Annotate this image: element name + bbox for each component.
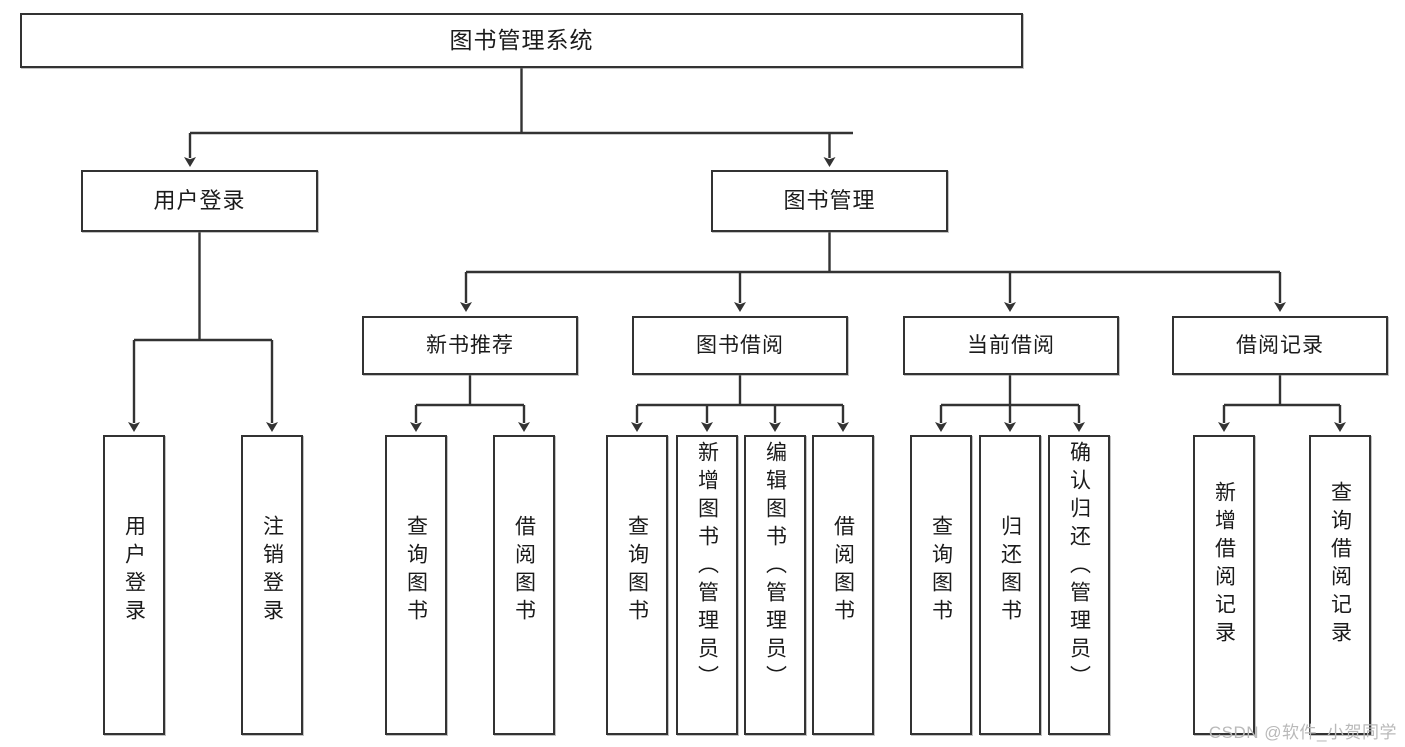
node-borrow-record[interactable]: 借阅记录 bbox=[1172, 316, 1388, 375]
node-label: 注销登录 bbox=[260, 515, 284, 627]
leaf-logout-login[interactable]: 注销登录 bbox=[241, 435, 303, 735]
leaf-borrow-book[interactable]: 借阅图书 bbox=[812, 435, 874, 735]
node-label: 图书借阅 bbox=[696, 333, 784, 357]
node-label: 图书管理系统 bbox=[449, 26, 594, 53]
node-label: 查询借阅记录 bbox=[1328, 481, 1352, 649]
leaf-borrow-book-recommend[interactable]: 借阅图书 bbox=[493, 435, 555, 735]
node-label: 用户登录 bbox=[153, 187, 246, 213]
node-label: 当前借阅 bbox=[967, 333, 1055, 357]
node-label: 借阅记录 bbox=[1236, 333, 1324, 357]
leaf-edit-book-admin[interactable]: 编辑图书（管理员） bbox=[744, 435, 806, 735]
node-label: 归还图书 bbox=[998, 515, 1022, 627]
node-label: 确认归还（管理员） bbox=[1067, 441, 1091, 693]
leaf-add-borrow-record[interactable]: 新增借阅记录 bbox=[1193, 435, 1255, 735]
csdn-watermark: CSDN @软件_小贺同学 bbox=[1208, 723, 1397, 742]
node-label: 图书管理 bbox=[783, 187, 876, 213]
leaf-query-book-recommend[interactable]: 查询图书 bbox=[385, 435, 447, 735]
leaf-query-book-current[interactable]: 查询图书 bbox=[910, 435, 972, 735]
leaf-query-book-borrow[interactable]: 查询图书 bbox=[606, 435, 668, 735]
node-user-login[interactable]: 用户登录 bbox=[81, 170, 318, 232]
node-book-borrow[interactable]: 图书借阅 bbox=[632, 316, 848, 375]
leaf-return-book[interactable]: 归还图书 bbox=[979, 435, 1041, 735]
node-label: 新书推荐 bbox=[426, 333, 514, 357]
node-book-management[interactable]: 图书管理 bbox=[711, 170, 948, 232]
node-label: 查询图书 bbox=[404, 515, 428, 627]
node-new-book-recommend[interactable]: 新书推荐 bbox=[362, 316, 578, 375]
node-label: 借阅图书 bbox=[831, 515, 855, 627]
leaf-query-borrow-record[interactable]: 查询借阅记录 bbox=[1309, 435, 1371, 735]
node-label: 借阅图书 bbox=[512, 515, 536, 627]
node-label: 新增借阅记录 bbox=[1212, 481, 1236, 649]
leaf-confirm-return-admin[interactable]: 确认归还（管理员） bbox=[1048, 435, 1110, 735]
node-current-borrow[interactable]: 当前借阅 bbox=[903, 316, 1119, 375]
node-label: 查询图书 bbox=[625, 515, 649, 627]
node-label: 用户登录 bbox=[122, 515, 146, 627]
node-root-system[interactable]: 图书管理系统 bbox=[20, 13, 1023, 68]
node-label: 编辑图书（管理员） bbox=[763, 441, 787, 693]
leaf-add-book-admin[interactable]: 新增图书（管理员） bbox=[676, 435, 738, 735]
node-label: 新增图书（管理员） bbox=[695, 441, 719, 693]
node-label: 查询图书 bbox=[929, 515, 953, 627]
leaf-user-login[interactable]: 用户登录 bbox=[103, 435, 165, 735]
